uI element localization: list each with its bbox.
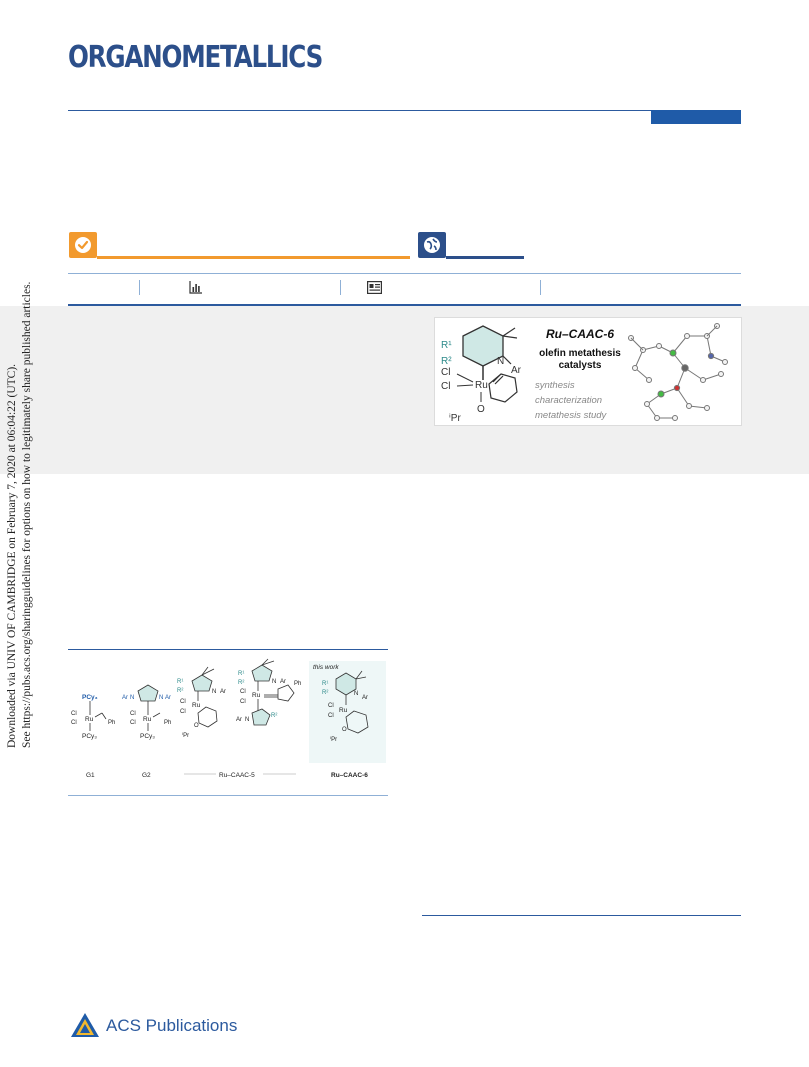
g2-cl-2: Cl	[130, 720, 136, 726]
caac5a-ar: Ar	[220, 689, 226, 695]
benzylidene-ring	[488, 373, 518, 403]
g1-structure: PCy₃ Ru Cl Cl Ph PCy₃ G1	[71, 694, 115, 779]
scheme-figure-svg: this work PCy₃ Ru Cl Cl Ph PCy₃ G1 Ar N …	[71, 658, 386, 779]
toc-cl2: Cl	[441, 381, 450, 392]
caac5a-r1: R¹	[177, 679, 183, 685]
toc-ipr: ⁱPr	[449, 413, 461, 424]
caac6-ipr: ⁱPr	[330, 735, 337, 743]
footnote-rule	[422, 915, 741, 916]
caac6-cl-2: Cl	[328, 713, 334, 719]
metrics-rule-bottom	[68, 304, 741, 306]
caac6-r1: R¹	[322, 681, 328, 687]
toc-title: Ru–CAAC-6	[546, 327, 614, 341]
label-caac6: Ru–CAAC-6	[331, 772, 368, 779]
toc-ar: Ar	[511, 365, 522, 376]
journal-title[interactable]: ORGANOMETALLICS	[68, 40, 323, 75]
caac6-o: O	[342, 727, 347, 733]
toc-o: O	[477, 404, 485, 415]
caac5a-ru: Ru	[192, 702, 201, 709]
caac5b-cl-1: Cl	[240, 689, 246, 695]
caac5b-r2: R²	[238, 680, 244, 686]
caac5b-r1: R¹	[238, 671, 244, 677]
crystal-structure	[628, 323, 728, 421]
toc-subtitle-line2: catalysts	[559, 360, 602, 371]
toc-graphic-svg: R¹ R² N Ar Ru Cl Cl O ⁱPr Ru–CAAC-6 olef…	[441, 323, 728, 424]
g2-ar-left: Ar	[122, 695, 128, 701]
caac5b-ru: Ru	[252, 692, 261, 699]
caac5a-r2: R²	[177, 688, 183, 694]
g2-structure: Ar N N Ar Ru Cl Cl Ph PCy₃ G2	[122, 684, 171, 779]
header-rule	[68, 110, 741, 111]
g2-pcy3: PCy₃	[140, 733, 155, 740]
g2-n-right: N	[159, 695, 163, 701]
metrics-rule-top	[68, 273, 741, 274]
download-notice-line1: Downloaded via UNIV OF CAMBRIDGE on Febr…	[6, 363, 18, 748]
globe-icon-glyph	[424, 237, 440, 253]
figure-rule-top	[68, 649, 388, 650]
publisher-name[interactable]: ACS Publications	[106, 1016, 238, 1035]
toc-graphic[interactable]: R¹ R² N Ar Ru Cl Cl O ⁱPr Ru–CAAC-6 olef…	[434, 317, 742, 426]
caac6-ru: Ru	[339, 707, 348, 714]
check-circle-icon-glyph	[75, 237, 91, 253]
caac5a-cl-2: Cl	[180, 709, 186, 715]
caac6-cl-1: Cl	[328, 703, 334, 709]
metrics-separator	[139, 280, 140, 295]
toc-item-metathesis: metathesis study	[535, 410, 608, 421]
toc-item-synthesis: synthesis	[535, 380, 575, 391]
toc-r1: R¹	[441, 340, 452, 351]
g2-ru: Ru	[143, 716, 152, 723]
caac6-structure: R¹ R² N Ar Ru Cl Cl O ⁱPr Ru–CAAC-6	[322, 670, 369, 779]
access-bar	[97, 256, 410, 259]
caac5b-ar-lower: Ar	[236, 717, 242, 723]
caac6-n: N	[354, 691, 358, 697]
g1-cl-1: Cl	[71, 711, 77, 717]
g2-ph: Ph	[164, 720, 171, 726]
g2-ar-right: Ar	[165, 695, 171, 701]
metrics-separator	[540, 280, 541, 295]
caac5b-r2-lower: R²	[271, 713, 277, 719]
caac5b-ph: Ph	[294, 681, 301, 687]
caac5-structure-a: R¹ R² N Ar Ru Cl Cl O ⁱPr	[177, 666, 226, 739]
article-icon[interactable]	[367, 281, 383, 299]
caac5b-ar: Ar	[280, 679, 286, 685]
acs-logo-icon[interactable]	[68, 1010, 102, 1044]
caac6-ar: Ar	[362, 695, 368, 701]
caac5a-o: O	[194, 723, 199, 729]
caac6-r2: R²	[322, 690, 328, 696]
g1-pcy3-bot: PCy₃	[82, 733, 97, 740]
globe-icon[interactable]	[418, 232, 446, 258]
scheme-figure[interactable]: this work PCy₃ Ru Cl Cl Ph PCy₃ G1 Ar N …	[68, 657, 388, 789]
caac5b-n: N	[272, 679, 276, 685]
bar-chart-icon[interactable]	[189, 281, 203, 299]
header-tab	[651, 110, 741, 124]
g1-ph: Ph	[108, 720, 115, 726]
caac5b-cl-2: Cl	[240, 699, 246, 705]
caac5a-n: N	[212, 689, 216, 695]
toc-item-characterization: characterization	[535, 395, 602, 406]
caac5b-n-lower: N	[245, 717, 249, 723]
figure-rule-bottom	[68, 795, 388, 796]
download-notice: Downloaded via UNIV OF CAMBRIDGE on Febr…	[4, 281, 38, 748]
toc-r2: R²	[441, 356, 452, 367]
open-access-bar	[446, 256, 524, 259]
g2-n-left: N	[130, 695, 134, 701]
caac5a-cl-1: Cl	[180, 699, 186, 705]
toc-ru: Ru	[475, 380, 488, 391]
label-g1: G1	[86, 772, 95, 779]
metrics-separator	[340, 280, 341, 295]
toc-subtitle-line1: olefin metathesis	[539, 348, 621, 359]
label-g2: G2	[142, 772, 151, 779]
g1-pcy3-top: PCy₃	[82, 694, 98, 701]
g1-cl-2: Cl	[71, 720, 77, 726]
toc-cl1: Cl	[441, 367, 450, 378]
g1-ru: Ru	[85, 716, 94, 723]
toc-n: N	[497, 356, 504, 367]
this-work-label: this work	[313, 664, 339, 671]
caac5a-ipr: ⁱPr	[182, 731, 189, 739]
check-circle-icon[interactable]	[69, 232, 97, 258]
g2-cl-1: Cl	[130, 711, 136, 717]
label-caac5: Ru–CAAC-5	[219, 772, 255, 779]
caac5-structure-b: R¹ R² N Ar Ru Cl Cl Ph Ar N R²	[236, 658, 301, 726]
download-notice-line2: See https://pubs.acs.org/sharingguidelin…	[21, 281, 33, 748]
